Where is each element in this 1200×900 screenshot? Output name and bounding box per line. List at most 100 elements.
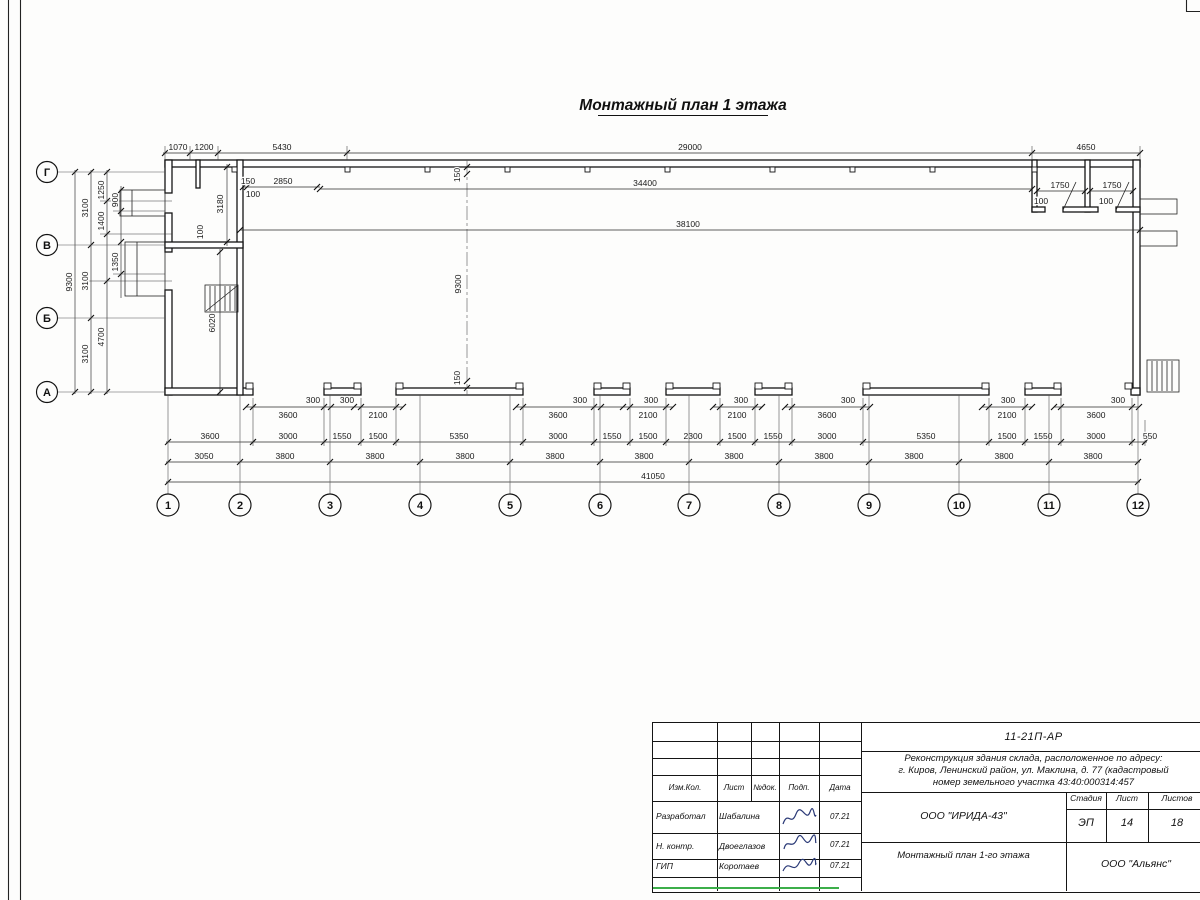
axis-bubble-label: 12: [1132, 500, 1144, 512]
col-ndok: №док.: [753, 783, 777, 792]
axis-bubble-bottom: [588, 493, 612, 517]
row-name-0: Шабалина: [719, 811, 760, 821]
top-wall-marks: [231, 166, 1038, 173]
dim-label: 3800: [635, 451, 654, 461]
dim-label: 1500: [369, 431, 388, 441]
dim-tick: [463, 170, 471, 178]
dim-label: 2100: [728, 410, 747, 420]
company-name: ООО "Альянс": [1101, 858, 1171, 870]
axis-bubble-label: 4: [417, 500, 424, 512]
dim-label: 3600: [1087, 410, 1106, 420]
stair-exterior: [1146, 359, 1180, 393]
dim-label: 6020: [207, 313, 217, 332]
dim-tick: [239, 183, 247, 191]
dim-label: 3000: [279, 431, 298, 441]
dim-label: 1550: [333, 431, 352, 441]
dim-label: 3800: [366, 451, 385, 461]
row-date-2: 07.21: [829, 861, 851, 870]
dim-label: 3800: [276, 451, 295, 461]
dim-label: 3800: [815, 451, 834, 461]
dim-tick: [1028, 185, 1036, 193]
dim-tick: [243, 183, 251, 191]
col-podp: Подп.: [788, 783, 810, 792]
dim-label: 2100: [998, 410, 1017, 420]
axis-bubble-label: 11: [1043, 500, 1055, 512]
org-name: ООО "ИРИДА-43": [920, 810, 1007, 822]
dim-label: 3800: [725, 451, 744, 461]
signature-nkontr: [783, 834, 817, 850]
axis-bubble-label: 6: [597, 500, 603, 512]
row-role-1: Н. контр.: [656, 841, 695, 851]
dim-label: 1550: [1034, 431, 1053, 441]
axis-bubble-bottom: [318, 493, 342, 517]
row-name-2: Коротаев: [719, 861, 760, 871]
dim-tick: [216, 248, 224, 256]
axis-bubble-bottom: [857, 493, 881, 517]
dim-tick: [463, 163, 471, 171]
dim-label: 3050: [195, 451, 214, 461]
dim-tick: [1033, 187, 1041, 195]
dim-tick: [242, 403, 250, 411]
dim-label: 4700: [96, 327, 106, 346]
dim-tick: [223, 238, 231, 246]
axis-bubble-label: 5: [507, 500, 513, 512]
sheet-label: Лист: [1116, 793, 1138, 803]
axis-bubble-bottom: [1037, 493, 1061, 517]
dim-label: 2300: [684, 431, 703, 441]
dim-label: 3800: [905, 451, 924, 461]
dim-label: 150: [452, 168, 462, 182]
dim-label: 2850: [274, 176, 293, 186]
dim-label: 3000: [1087, 431, 1106, 441]
dim-tick: [463, 377, 471, 385]
dim-tick: [1081, 187, 1089, 195]
drawing-title: Монтажный план 1 этажа: [579, 97, 787, 114]
axis-bubble-label: 7: [686, 500, 692, 512]
dim-label: 1070: [169, 142, 188, 152]
building-walls: [164, 159, 1141, 396]
dim-label: 1500: [998, 431, 1017, 441]
dim-label: 100: [1099, 196, 1113, 206]
dim-label: 3100: [80, 271, 90, 290]
dim-label: 100: [1034, 196, 1048, 206]
dim-tick: [978, 403, 986, 411]
dim-label: 3800: [546, 451, 565, 461]
axis-bubble-bottom: [228, 493, 252, 517]
axis-bubble-label: 2: [237, 500, 243, 512]
dim-label: 1400: [96, 211, 106, 230]
row-role-0: Разработал: [656, 811, 706, 821]
dim-label: 1550: [603, 431, 622, 441]
dim-tick: [1135, 403, 1143, 411]
dim-label: 29000: [678, 142, 702, 152]
axis-bubble-label: 10: [953, 500, 965, 512]
dim-label: 300: [644, 395, 658, 405]
axis-bubble-label: Г: [44, 167, 51, 179]
dim-tick: [463, 384, 471, 392]
dim-label: 3000: [549, 431, 568, 441]
project-line-3: номер земельного участка 43:40:000314:45…: [932, 777, 1135, 788]
stage-value: ЭП: [1078, 817, 1094, 829]
sheet-title: Монтажный план 1-го этажа: [897, 850, 1030, 861]
dim-tick: [512, 403, 520, 411]
row-date-0: 07.21: [829, 812, 851, 821]
dim-label: 1250: [96, 180, 106, 199]
dim-tick: [316, 185, 324, 193]
axis-bubble-bottom: [767, 493, 791, 517]
dim-tick: [1129, 187, 1137, 195]
dim-tick: [1028, 403, 1036, 411]
dim-label: 1500: [728, 431, 747, 441]
col-data: Дата: [829, 783, 851, 792]
axis-bubble-label: 8: [776, 500, 782, 512]
axis-bubble-label: А: [43, 387, 51, 399]
project-line-1: Реконструкция здания склада, расположенн…: [904, 753, 1163, 764]
dim-label: 300: [1111, 395, 1125, 405]
dim-tick: [216, 388, 224, 396]
dim-tick: [399, 403, 407, 411]
dim-label: 5430: [273, 142, 292, 152]
dim-label: 300: [841, 395, 855, 405]
dim-label: 5350: [917, 431, 936, 441]
dim-label: 100: [195, 225, 205, 239]
axis-bubble-bottom: [1126, 493, 1150, 517]
